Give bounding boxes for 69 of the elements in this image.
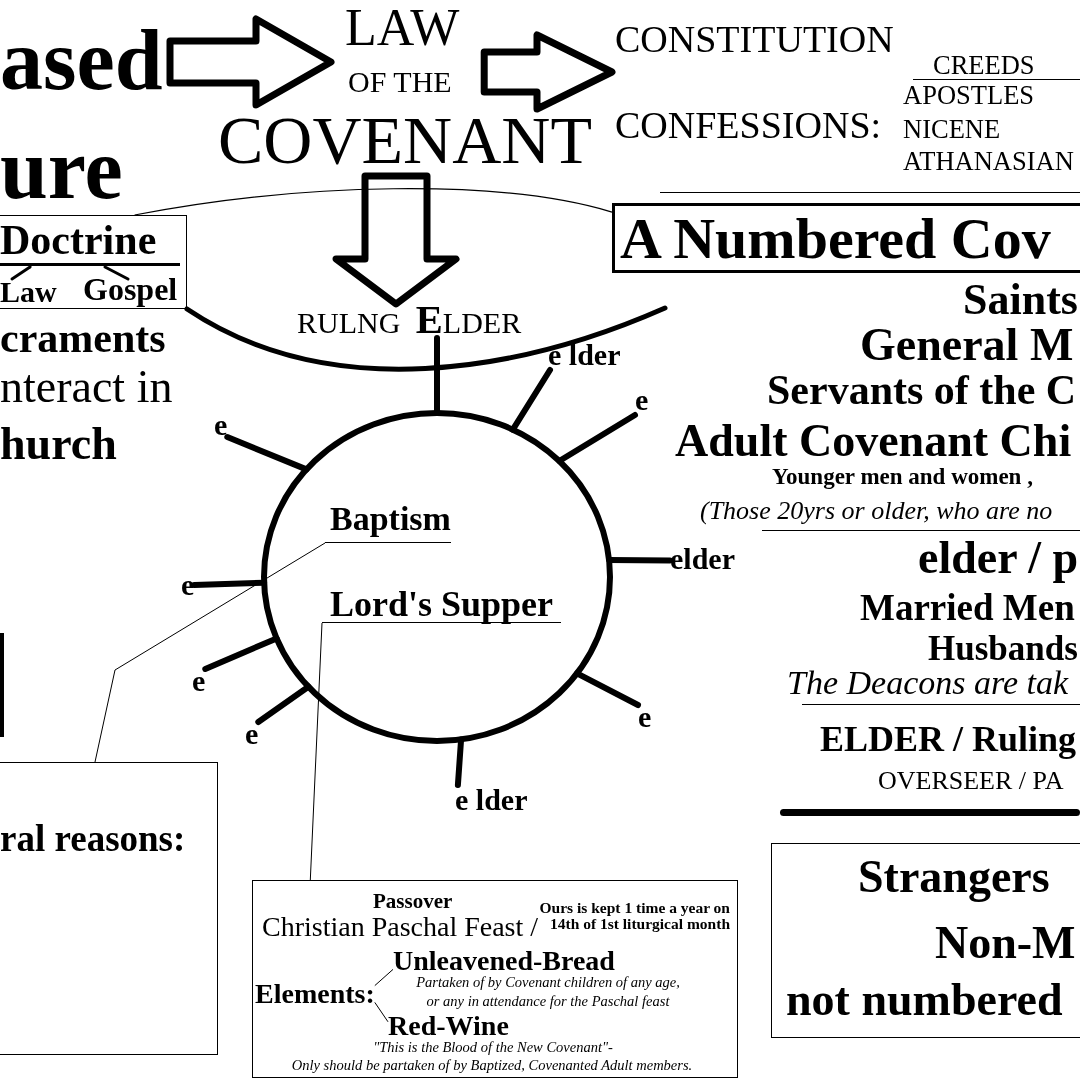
tick-label: e (638, 702, 652, 732)
note-text: Partaken of by Covenant children of any age, or any in attendance for the Paschal feast (415, 973, 681, 1011)
heading-text: Saints (963, 278, 1078, 322)
list-item: NICENE (903, 116, 1001, 143)
heading-text: Younger men and women , (772, 465, 1033, 488)
heading-text: General M (860, 322, 1074, 368)
tick-label: e lder (455, 785, 528, 815)
block-arrow (332, 172, 460, 308)
heading-text: elder / p (918, 535, 1079, 581)
list-item: APOSTLES (903, 82, 1035, 109)
panel-text: ral reasons: (0, 820, 186, 857)
block-arrow (166, 15, 335, 109)
branch-label: Gospel (83, 273, 178, 305)
leader-line (309, 622, 323, 881)
branch-label: Law (0, 277, 57, 307)
heading-text: LAW (345, 2, 460, 54)
panel-text: Strangers (858, 854, 1050, 900)
heading-text: Servants of the C (767, 369, 1077, 411)
bordered-panel (0, 762, 218, 1055)
panel-heading: A Numbered Cov (620, 210, 1051, 268)
bordered-panel (252, 880, 738, 1078)
heading-text: Married Men (860, 589, 1075, 626)
heading-text: Husbands (928, 631, 1078, 666)
heading-text: Adult Covenant Chi (675, 418, 1072, 464)
underlined-label: Baptism (325, 502, 451, 543)
list-label: Elements: (255, 980, 375, 1008)
panel-heading: Passover (373, 891, 453, 912)
tick-label: e (214, 410, 228, 440)
caption-text: RULNG ELDER (297, 308, 522, 338)
side-text: nteract in (0, 364, 173, 410)
item-heading: Unleavened-Bread (393, 947, 615, 975)
panel-text: not numbered (786, 977, 1063, 1023)
heading-text: COVENANT (218, 106, 592, 174)
bordered-panel (771, 843, 1080, 1038)
tick-label: e (245, 719, 259, 749)
tick-label: e (635, 385, 649, 415)
branch-line (374, 1001, 389, 1023)
curved-line (134, 188, 613, 216)
list-item: ATHANASIAN (903, 148, 1074, 175)
panel-text: Non-M (935, 920, 1076, 966)
bordered-panel (0, 215, 187, 309)
heading-text: ure (0, 126, 123, 212)
branch-line (374, 968, 394, 987)
block-arrow (480, 31, 616, 113)
heading-text: OF THE (348, 67, 452, 97)
heading-text: CONFESSIONS: (615, 106, 882, 144)
curved-line (184, 305, 668, 372)
list-heading: CREEDS (913, 52, 1080, 80)
tick-label: e (192, 666, 206, 696)
bordered-panel (612, 203, 1080, 273)
heading-text: OVERSEER / PA (878, 768, 1064, 794)
note-text: Only should be partaken of by Baptized, Covenanted Adult members. (291, 1058, 693, 1073)
panel-text: Christian Paschal Feast / (262, 913, 539, 941)
note-text: (Those 20yrs or older, who are no (700, 498, 1053, 524)
quote-text: "This is the Blood of the New Covenant"- (373, 1040, 613, 1055)
tick-label: e lder (548, 340, 621, 370)
tick-label: e (181, 570, 195, 600)
note-text: The Deacons are tak (787, 666, 1069, 700)
side-text: hurch (0, 421, 117, 467)
item-heading: Red-Wine (388, 1012, 509, 1040)
heading-text: CONSTITUTION (615, 20, 894, 58)
tick-label: elder (670, 544, 735, 574)
underlined-label: Lord's Supper (322, 586, 562, 623)
heading-text: ELDER / Ruling (820, 721, 1077, 757)
heading-text: ased (0, 17, 163, 103)
note-text: Ours is kept 1 time a year on 14th of 1st liturgical month (538, 900, 730, 931)
panel-heading: Doctrine (0, 219, 157, 261)
leader-line (94, 542, 326, 763)
side-text: craments (0, 317, 166, 359)
